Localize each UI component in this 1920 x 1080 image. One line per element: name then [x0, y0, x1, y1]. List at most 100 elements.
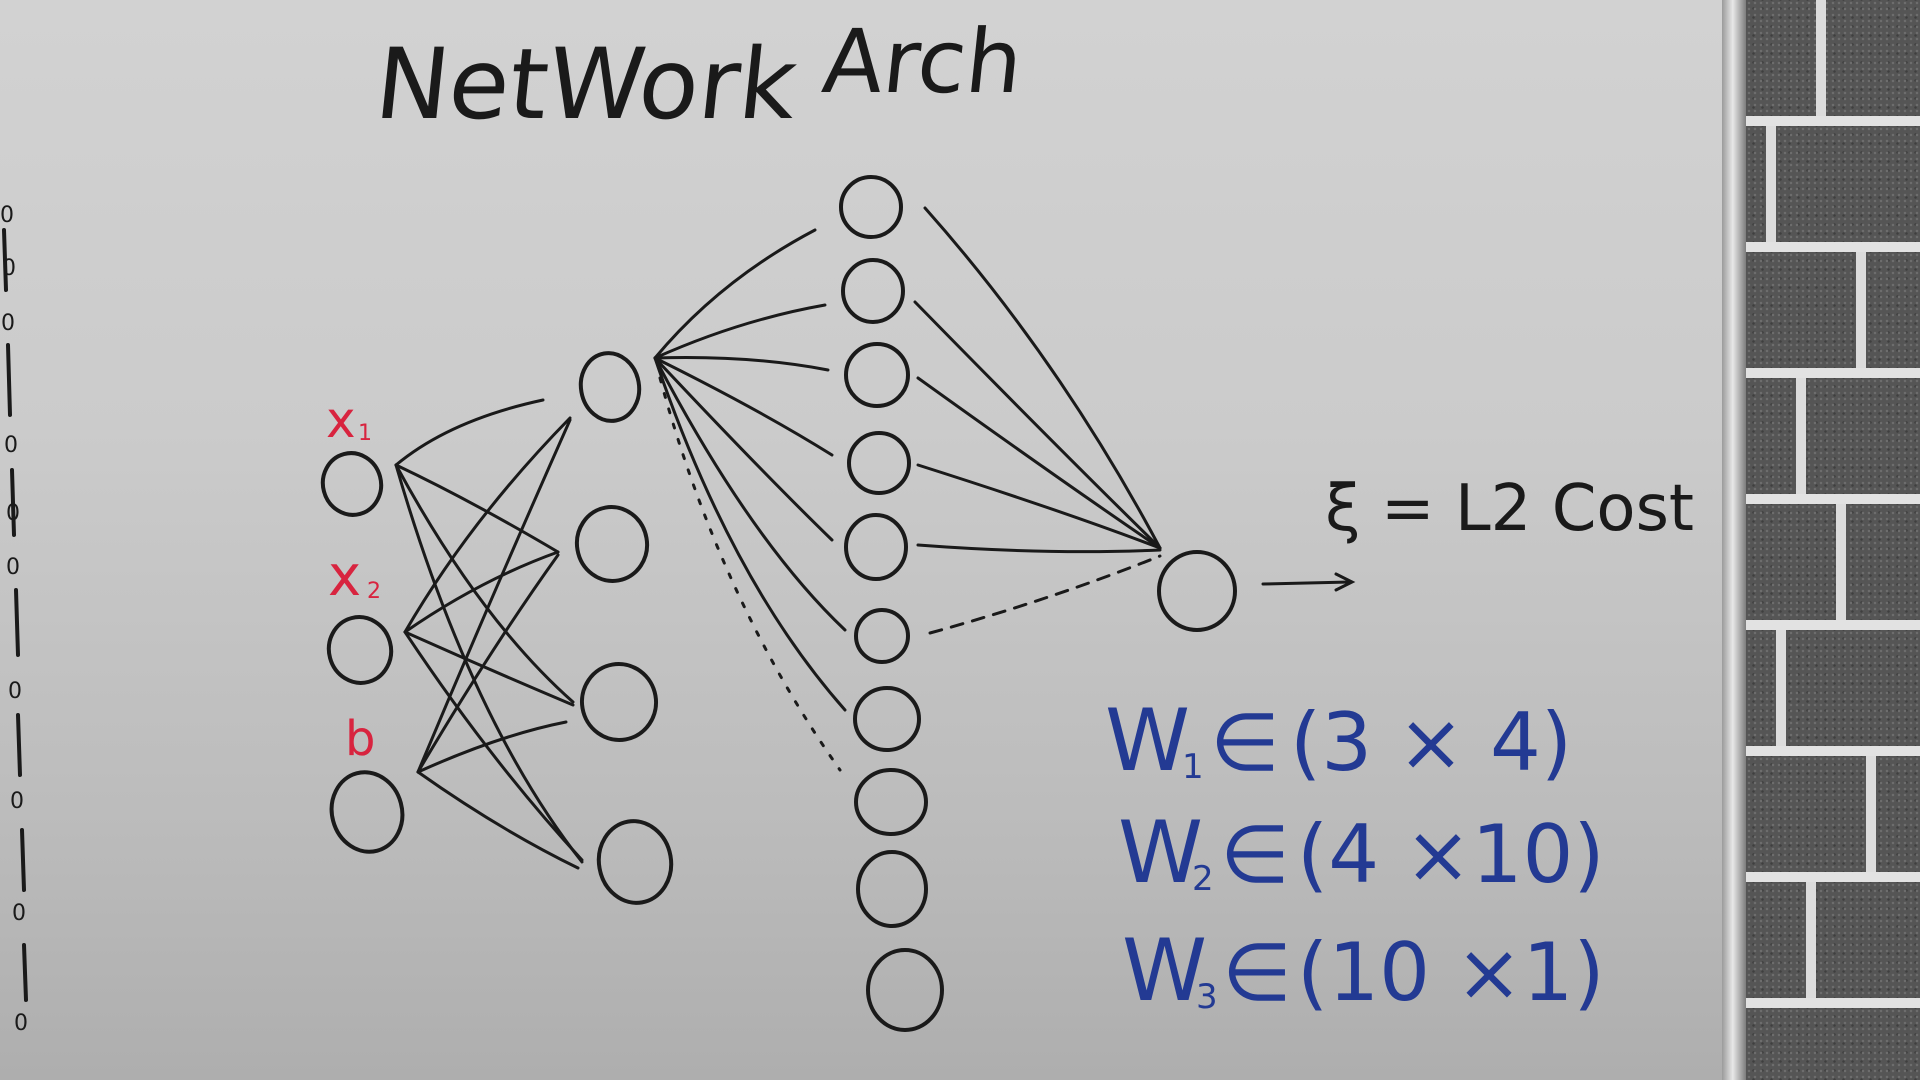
margin-zero: 0 — [4, 433, 18, 458]
margin-stroke — [2, 228, 8, 292]
weight-name: W — [1122, 921, 1207, 1021]
title-arch: Arch — [818, 10, 1027, 113]
margin-stroke — [14, 588, 20, 657]
weight-relation: ∈ — [1222, 926, 1292, 1019]
hidden2-node — [866, 948, 944, 1032]
input-node-x2 — [326, 615, 394, 685]
connection-dashed — [928, 554, 1162, 635]
connection — [416, 720, 568, 774]
hidden-layer-2 — [839, 175, 944, 1032]
input-node-bias — [329, 770, 405, 854]
input-labels: x 1 x 2 b — [326, 391, 381, 767]
brick-wall — [1746, 0, 1920, 1080]
label-x2-subscript: 2 — [367, 579, 381, 604]
connection — [916, 463, 1162, 550]
connection — [403, 630, 575, 707]
weight-relation: ∈ — [1210, 696, 1280, 789]
whiteboard — [0, 0, 1745, 1080]
connection — [913, 300, 1162, 550]
hidden2-node — [841, 258, 905, 324]
margin-zero: 0 — [6, 501, 20, 526]
wall-joint — [1816, 0, 1826, 116]
weight-row-w1: W 1 ∈ (3 × 4) — [1105, 691, 1572, 791]
connection — [653, 356, 830, 372]
connection — [916, 376, 1162, 550]
connection — [403, 630, 584, 862]
hidden2-node — [839, 175, 903, 239]
weight-relation: ∈ — [1220, 808, 1290, 901]
connection — [416, 770, 580, 870]
wall-joint — [1796, 378, 1806, 494]
weight-name: W — [1105, 691, 1190, 791]
weight-shapes: W 1 ∈ (3 × 4) W 2 ∈ (4 ×10) W 3 ∈ (10 ×1… — [1105, 691, 1605, 1021]
connection — [416, 418, 572, 774]
label-x2: x — [328, 544, 361, 609]
connection — [416, 553, 560, 774]
margin-zero: 0 — [14, 1011, 28, 1036]
wall-joint — [1766, 126, 1776, 242]
weight-row-w2: W 2 ∈ (4 ×10) — [1118, 803, 1605, 903]
connection — [653, 356, 847, 632]
label-x1: x — [326, 391, 356, 449]
connection — [916, 543, 1162, 554]
hidden2-node — [854, 608, 910, 664]
wall-joint — [1856, 252, 1866, 368]
weight-dimensions: (3 × 4) — [1290, 696, 1572, 789]
hidden2-node — [844, 342, 910, 408]
margin-zero: 0 — [12, 901, 26, 926]
margin-zero: 0 — [8, 679, 22, 704]
margin-zero: 0 — [10, 789, 24, 814]
connection — [653, 303, 827, 360]
weight-row-w3: W 3 ∈ (10 ×1) — [1122, 921, 1605, 1021]
margin-zero: 0 — [1, 311, 15, 336]
margin-zero: 0 — [6, 555, 20, 580]
weight-name: W — [1118, 803, 1203, 903]
connection — [923, 206, 1162, 550]
arrow-head — [1334, 572, 1356, 592]
input-node-x1 — [320, 451, 384, 517]
margin-zero: 0 — [2, 256, 16, 281]
arrow-shaft — [1261, 580, 1352, 586]
hidden2-node — [847, 431, 911, 495]
connection — [403, 550, 560, 634]
connection — [653, 356, 834, 457]
weight-subscript: 1 — [1182, 747, 1204, 787]
margin-stroke — [10, 468, 16, 537]
wall-joint — [1776, 630, 1786, 746]
connections-layer-2 — [653, 228, 847, 772]
connections-layer-3 — [913, 206, 1162, 635]
connections-layer-1 — [394, 398, 584, 870]
connection — [394, 463, 584, 864]
hidden1-node — [574, 505, 650, 583]
weight-dimensions: (10 ×1) — [1297, 926, 1605, 1019]
wall-joint — [1866, 756, 1876, 872]
connection — [394, 463, 560, 554]
output-node — [1157, 550, 1237, 632]
margin-zeros: 0 0 0 0 0 0 0 0 0 0 — [0, 203, 28, 1036]
label-x1-subscript: 1 — [358, 421, 372, 446]
weight-subscript: 2 — [1192, 859, 1214, 899]
cost-label: ξ = L2 Cost — [1325, 472, 1694, 546]
input-layer — [320, 451, 405, 854]
margin-stroke — [22, 943, 28, 1002]
hidden2-node — [856, 850, 928, 928]
margin-stroke — [6, 343, 12, 417]
title-network: NetWork — [370, 28, 802, 142]
weight-dimensions: (4 ×10) — [1297, 808, 1605, 901]
label-bias: b — [345, 711, 375, 767]
hidden1-node — [579, 662, 659, 742]
hidden2-node — [853, 686, 921, 752]
connection — [394, 398, 545, 467]
hidden1-node — [596, 819, 674, 905]
hidden1-node — [578, 351, 642, 423]
connection — [403, 416, 572, 634]
hidden2-node — [854, 768, 928, 836]
weight-subscript: 3 — [1196, 977, 1218, 1017]
connection — [653, 356, 834, 542]
connection — [653, 228, 817, 360]
margin-zero: 0 — [0, 203, 14, 228]
margin-scribbles — [2, 228, 28, 1002]
hidden-layer-1 — [574, 351, 674, 905]
